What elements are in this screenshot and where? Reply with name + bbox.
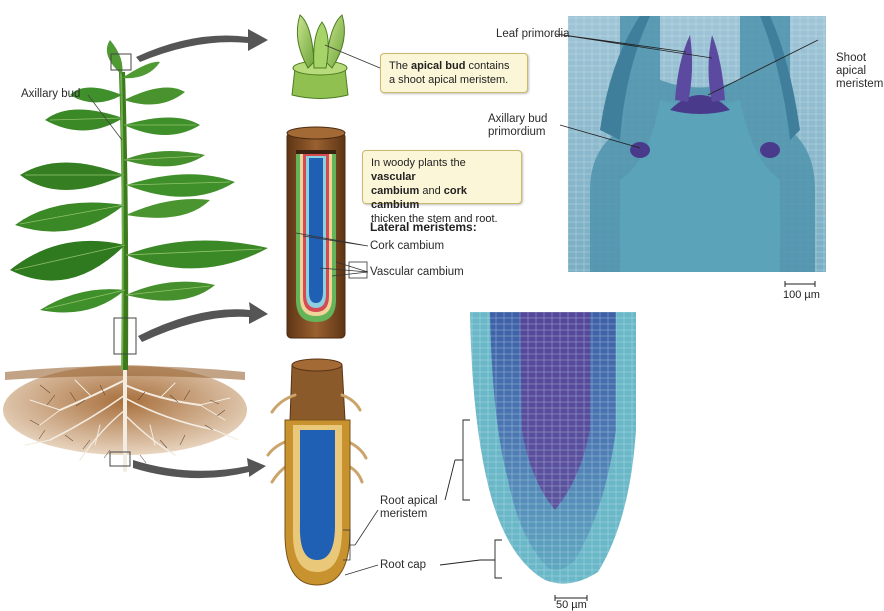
root-micrograph — [440, 312, 636, 601]
label-axillary-bud: Axillary bud — [21, 88, 80, 101]
arrow-to-root — [133, 458, 266, 478]
callout-apical-bold: apical bud — [411, 60, 465, 72]
apical-bud-illustration — [292, 15, 380, 99]
label-shoot-apical-meristem: Shoot apical meristem — [836, 52, 883, 91]
root-tip-illustration — [268, 359, 378, 585]
shoot-scale-bar — [785, 281, 815, 287]
label-sam-line1: Shoot — [836, 52, 883, 65]
label-sam-line3: meristem — [836, 78, 883, 91]
scale-label-shoot: 100 µm — [783, 289, 820, 301]
plant-leaves — [10, 40, 268, 313]
label-lateral-meristems: Lateral meristems: — [370, 220, 477, 234]
callout-apical-pre: The — [389, 60, 411, 72]
label-axillary-bud-primordium: Axillary bud primordium — [488, 113, 547, 139]
label-ram-line2: meristem — [380, 508, 438, 521]
callout-apical-mid: contains — [465, 60, 509, 72]
plant-stem — [121, 72, 125, 370]
callout-apical-line2: a shoot apical meristem. — [389, 74, 508, 86]
callout-woody-plants: In woody plants the vascular cambium and… — [362, 150, 522, 204]
scale-label-root: 50 µm — [556, 599, 587, 611]
label-vascular-cambium: Vascular cambium — [370, 266, 464, 279]
woody-stem-illustration — [287, 127, 368, 338]
label-leaf-primordia: Leaf primordia — [496, 28, 570, 41]
label-ram-line1: Root apical — [380, 495, 438, 508]
arrow-to-apical-bud — [136, 29, 268, 62]
label-cork-cambium: Cork cambium — [370, 240, 444, 253]
callout-woody-bold1: vascular — [371, 171, 416, 183]
callout-apical-bud: The apical bud contains a shoot apical m… — [380, 53, 528, 93]
arrow-to-stem — [138, 302, 268, 342]
label-abp-line1: Axillary bud — [488, 113, 547, 126]
label-root-cap: Root cap — [380, 559, 426, 572]
callout-woody-bold2: cambium — [371, 185, 419, 197]
shoot-micrograph — [556, 16, 826, 287]
label-abp-line2: primordium — [488, 126, 547, 139]
callout-woody-pre: In woody plants the — [371, 157, 466, 169]
label-sam-line2: apical — [836, 65, 883, 78]
label-root-apical-meristem: Root apical meristem — [380, 495, 438, 521]
callout-woody-mid: and — [419, 185, 443, 197]
